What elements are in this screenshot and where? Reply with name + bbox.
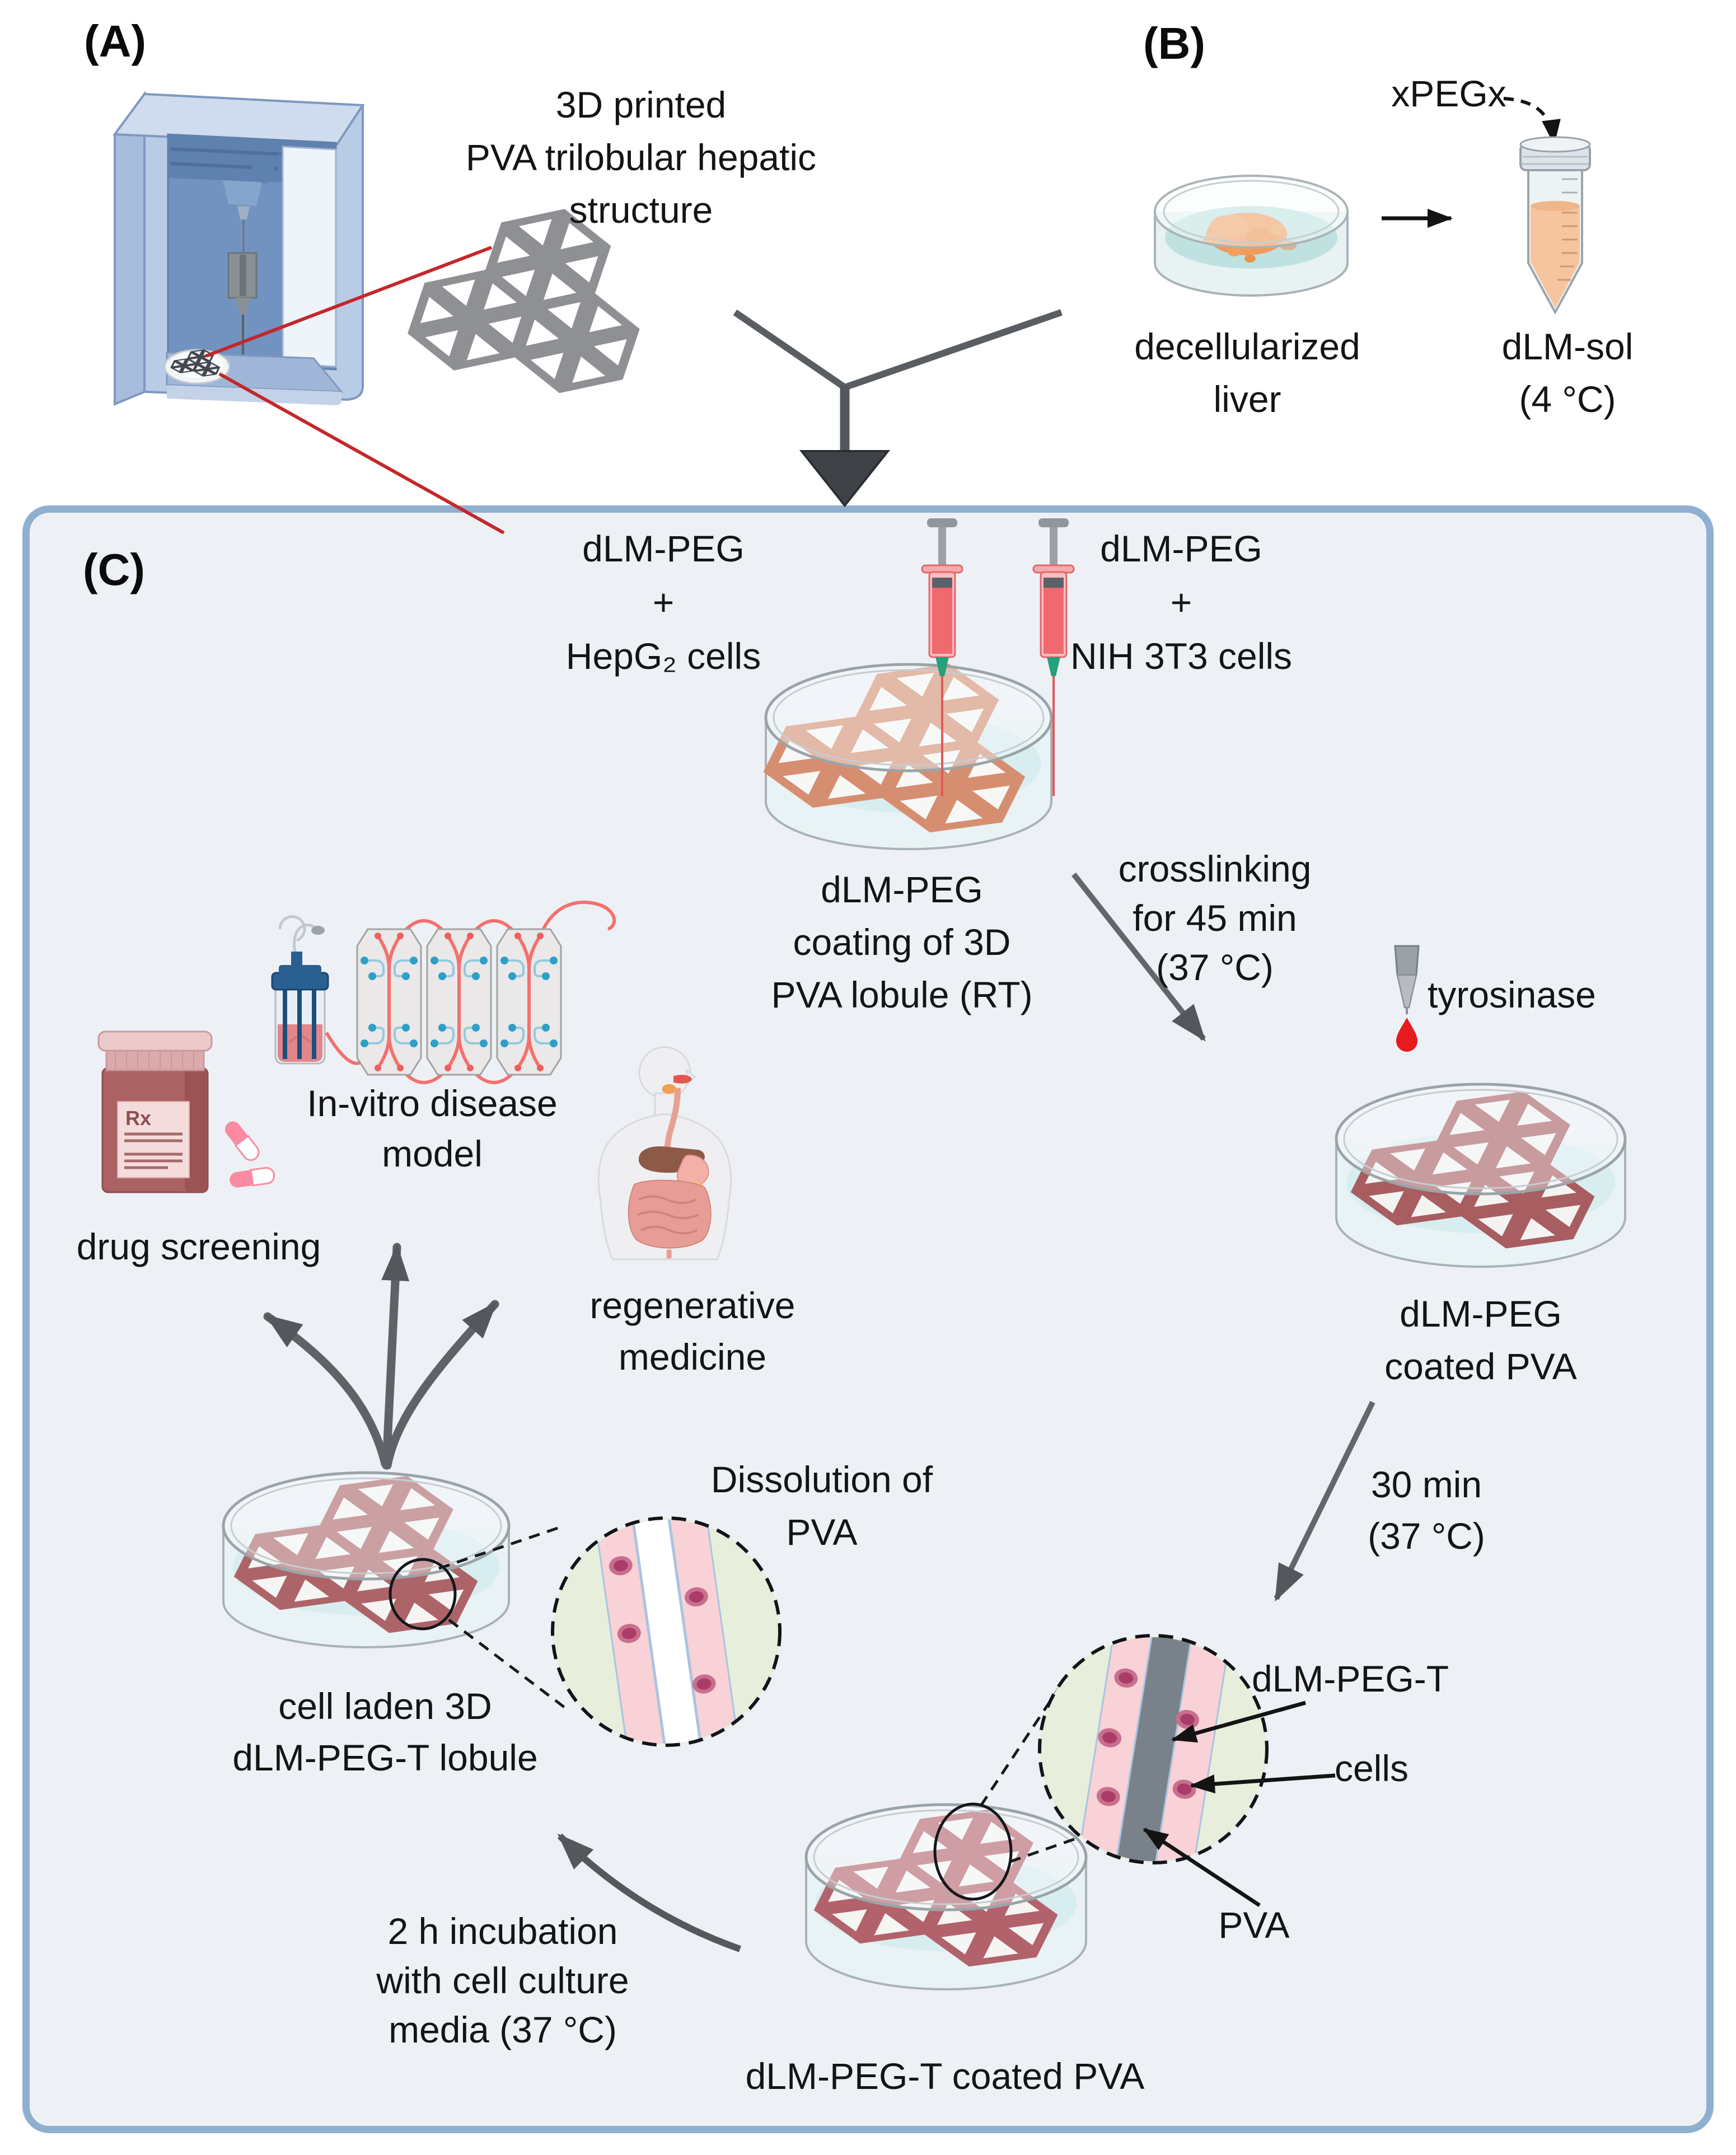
thirty-min-label: 30 min (37 °C)	[1368, 1464, 1485, 1557]
microfluidic-chip-icon	[427, 929, 491, 1075]
panel-a-label: (A)	[84, 16, 147, 66]
printed-structure-caption: 3D printed PVA trilobular hepatic struct…	[465, 84, 817, 231]
coated-t-caption: dLM-PEG-T coated PVA	[745, 2055, 1145, 2097]
inset-annotation-arrows	[1143, 1700, 1336, 1907]
inset-connector-lines-right	[979, 1678, 1078, 1863]
syringe-left-label: dLM-PEG + HepG₂ cells	[565, 528, 761, 677]
three-d-printer-icon	[113, 90, 365, 406]
dlm-sol-tube-icon	[1519, 136, 1591, 315]
pill-bottle-icon: Rx	[97, 1030, 213, 1193]
drug-screening-label: drug screening	[76, 1226, 321, 1267]
applications-branch-arrows	[263, 1243, 499, 1470]
human-digestive-icon	[597, 1046, 732, 1261]
microfluidic-chip-icon	[357, 929, 421, 1075]
xpegx-label: xPEGx	[1391, 73, 1506, 114]
dlm-peg-t-label: dLM-PEG-T	[1251, 1658, 1449, 1699]
disease-model-label: In-vitro disease model	[307, 1083, 558, 1174]
liver-fragments-icon	[1203, 213, 1297, 263]
decellularized-liver-caption: decellularized liver	[1134, 326, 1360, 420]
panel-b-label: (B)	[1143, 18, 1206, 68]
panel-c-label: (C)	[83, 545, 146, 594]
crosslinking-label: crosslinking for 45 min (37 °C)	[1118, 848, 1312, 988]
syringe-right-label: dLM-PEG + NIH 3T3 cells	[1070, 528, 1293, 677]
rx-label: Rx	[125, 1107, 151, 1130]
thirty-min-arrow	[1274, 1400, 1375, 1602]
coated-t-dish-icon	[803, 1786, 1099, 1990]
incubation-arrow	[557, 1833, 741, 1952]
bioreactor-icon	[271, 915, 329, 1065]
crosslinking-arrow	[1071, 872, 1206, 1042]
dissolution-inset-icon	[551, 1516, 782, 1747]
regenerative-label: regenerative medicine	[589, 1285, 796, 1378]
enzyme-drop-icon	[1396, 1018, 1417, 1052]
incubation-label: 2 h incubation with cell culture media (…	[376, 1910, 629, 2050]
coated-pva-dish-icon	[1335, 1068, 1635, 1268]
merge-arrow	[733, 309, 1063, 508]
capsules-icon	[225, 1121, 275, 1188]
dlm-sol-caption: dLM-sol (4 °C)	[1501, 326, 1634, 420]
cells-label: cells	[1334, 1748, 1409, 1789]
decellularized-liver-dish-icon	[1154, 175, 1349, 297]
inset-connector-lines-left	[438, 1524, 570, 1712]
tyrosinase-label: tyrosinase	[1428, 974, 1596, 1015]
coating-dish-icon	[752, 639, 1069, 850]
tyrosinase-pipette-icon	[1394, 945, 1420, 1052]
microfluidic-chip-icon	[497, 929, 561, 1075]
xpegx-dashed-arrow	[1503, 97, 1561, 145]
cell-laden-dish-icon	[222, 1453, 519, 1648]
cell-laden-caption: cell laden 3D dLM-PEG-T lobule	[232, 1685, 538, 1778]
magnifier-circle-bottom	[933, 1802, 1013, 1901]
printer-callout-lines	[205, 246, 505, 535]
coating-caption: dLM-PEG coating of 3D PVA lobule (RT)	[771, 869, 1033, 1015]
dlm-peg-t-inset-icon	[1038, 1634, 1269, 1864]
coated-pva-caption: dLM-PEG coated PVA	[1384, 1293, 1577, 1387]
pva-label: PVA	[1218, 1904, 1290, 1946]
magnifier-circle-left	[389, 1558, 457, 1631]
dissolution-label: Dissolution of PVA	[710, 1459, 933, 1553]
